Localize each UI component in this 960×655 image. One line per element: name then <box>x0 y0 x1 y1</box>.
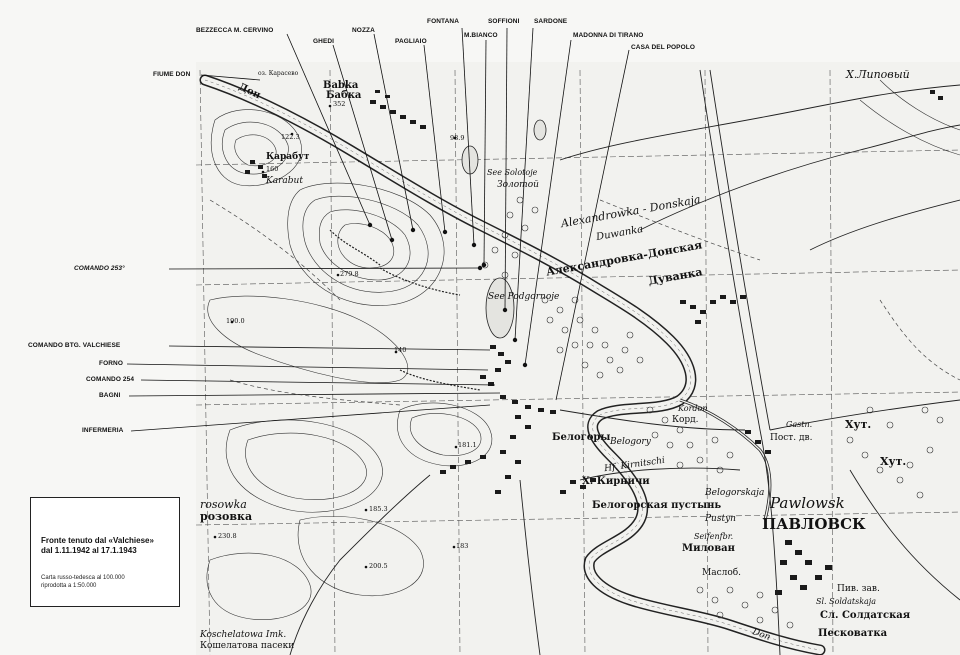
elevation-label: 140 <box>394 346 407 354</box>
callout-sardone: SARDONE <box>534 18 568 25</box>
place-seifenfabrik: Seifenfbr. <box>694 532 734 541</box>
place-kordon: Kordon <box>678 404 708 413</box>
place-rosovka-cyrillic: розовка <box>200 510 253 523</box>
place-soldatskaja-cyrillic: Сл. Солдатская <box>820 610 911 621</box>
place-karasevo: оз. Карасево <box>258 70 299 77</box>
place-belogorskaja-pustyn-cyrillic: Белогорская пустынь <box>592 500 722 511</box>
callout-monte-bianco: M.BIANCO <box>464 32 498 39</box>
place-pawlowsk: Pawlowsk <box>770 494 845 512</box>
elevation-label: 181.1 <box>458 441 477 449</box>
place-rosowka: rosowka <box>200 498 247 511</box>
callout-nozza: NOZZA <box>352 27 375 34</box>
place-khut-1: Хут. <box>845 418 872 431</box>
callout-ghedi: GHEDI <box>313 38 335 45</box>
place-post-dv: Пост. дв. <box>770 433 813 443</box>
legend-box: Fronte tenuto dal «Valchiese» dal 1.11.1… <box>30 497 180 607</box>
place-belogorskaja: Belogorskaja <box>705 488 765 498</box>
callout-fiume-don: FIUME DON <box>153 71 191 78</box>
elevation-label: 98.9 <box>450 134 465 142</box>
place-solotoje-cyrillic: Золотой <box>497 180 539 190</box>
elevation-label: 185.3 <box>369 505 388 513</box>
callout-fontana: FONTANA <box>427 18 459 25</box>
place-gastn: Gastn. <box>786 420 813 429</box>
place-see-solotoje: See Solotoje <box>487 168 538 177</box>
place-sl-soldatskaja: Sl. Soldatskaja <box>816 597 877 606</box>
roads <box>289 69 960 655</box>
place-kord-cyrillic: Корд. <box>672 415 699 425</box>
river-don <box>199 74 826 655</box>
elevation-label: 200.5 <box>369 562 388 570</box>
escarpment-marks <box>329 229 481 391</box>
callout-pagliaio: PAGLIAIO <box>395 38 427 45</box>
legend-note: Carta russo-tedesca al 100.000 riprodott… <box>41 574 125 590</box>
legend-note-line-1: Carta russo-tedesca al 100.000 <box>41 575 125 581</box>
callout-comando-btg-valchiese: COMANDO BTG. VALCHIESE <box>28 342 121 349</box>
elevation-points <box>213 104 458 569</box>
elevation-label: 160 <box>266 165 279 173</box>
elevation-label: 230.8 <box>218 532 237 540</box>
lakes <box>461 119 547 339</box>
elevation-label: 190.0 <box>226 317 245 325</box>
elevation-label: 183 <box>456 542 469 550</box>
place-khut-2: Хут. <box>880 455 907 468</box>
place-belogory-cyrillic: Белогоры <box>552 432 611 443</box>
place-lipovyi: X.Липовый <box>846 68 910 81</box>
contour-lines <box>206 79 960 621</box>
place-maslob-cyrillic: Маслоб. <box>702 568 742 578</box>
callout-soffioni: SOFFIONI <box>488 18 520 25</box>
place-karabut-cyrillic: Карабут <box>266 152 310 162</box>
callout-casa-del-popolo: CASA DEL POPOLO <box>631 44 695 51</box>
place-koschelatowa: Koschelatowa Imk. <box>200 630 287 640</box>
place-pustyn: Pustyn <box>705 514 736 524</box>
legend-title-line-1: Fronte tenuto dal «Valchiese» <box>41 536 154 545</box>
callout-bagni: BAGNI <box>99 392 121 399</box>
place-koschelatova-cyrillic: Кошелатова пасеки <box>200 641 295 651</box>
callout-infermeria: INFERMERIA <box>82 427 124 434</box>
place-pavlovsk-cyrillic: ПАВЛОВСК <box>762 515 866 533</box>
callout-madonna-di-tirano: MADONNA DI TIRANO <box>573 32 644 39</box>
tracks <box>209 199 960 406</box>
elevation-label: 122.3 <box>281 133 300 141</box>
callout-comando-253: COMANDO 253° <box>74 265 125 272</box>
place-milovan-cyrillic: Милован <box>682 543 735 554</box>
place-babka-cyrillic: Бабка <box>326 90 362 101</box>
legend-title: Fronte tenuto dal «Valchiese» dal 1.11.1… <box>41 536 154 556</box>
village-blocks <box>245 90 943 595</box>
place-see-podgornoje: See Podgornoje <box>488 292 560 302</box>
callout-comando-254: COMANDO 254 <box>86 376 135 383</box>
place-karabut-latin: Karabut <box>266 176 303 186</box>
legend-note-line-2: riprodotta a 1:50.000 <box>41 583 97 589</box>
place-piv-zav: Пив. зав. <box>837 584 880 594</box>
callout-forno: FORNO <box>99 360 123 367</box>
place-belogory-latin: Belogory <box>610 437 651 447</box>
place-kirpichi-cyrillic: Х. Кирничи <box>582 476 650 487</box>
callout-targets <box>367 222 528 368</box>
elevation-label: 352 <box>333 100 346 108</box>
place-peskovatka-cyrillic: Песковатка <box>818 628 888 639</box>
legend-title-line-2: dal 1.11.1942 al 17.1.1943 <box>41 546 137 555</box>
place-babka-latin: Babka <box>323 80 359 91</box>
elevation-label: 279.8 <box>340 270 359 278</box>
callout-bezzecca-cervino: BEZZECCA M. CERVINO <box>196 27 274 34</box>
callout-leaders <box>126 27 630 432</box>
